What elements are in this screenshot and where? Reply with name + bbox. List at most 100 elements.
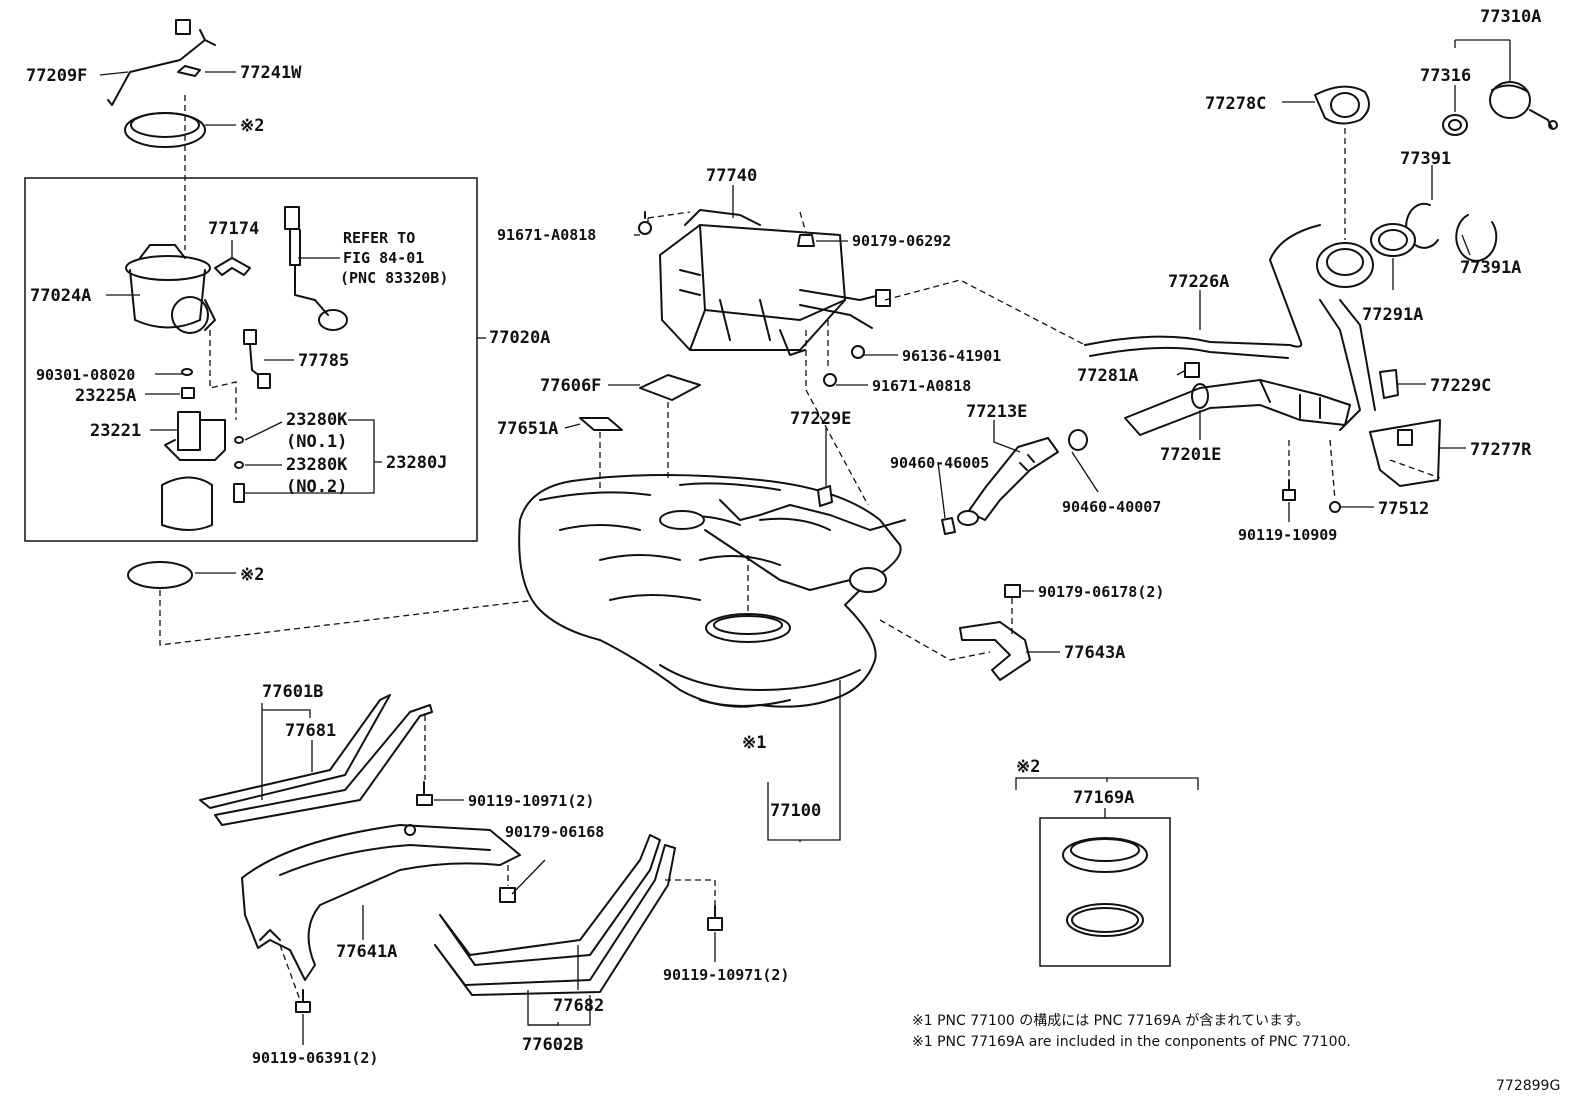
label-77100: 77100: [770, 801, 821, 821]
harness-plug-top: [243, 329, 257, 345]
figure-id: 772899G: [1496, 1078, 1560, 1094]
label-77682: 77682: [553, 996, 604, 1016]
pump-assembly-box: [24, 177, 478, 542]
sender-gauge: [318, 309, 348, 331]
label-77391: 77391: [1400, 149, 1451, 169]
protector-77278C: [1314, 85, 1370, 125]
label-90119-10909: 90119-10909: [1238, 526, 1337, 544]
clip-77281A: [1184, 362, 1200, 378]
label-refer-1: REFER TO: [343, 229, 415, 247]
label-77643A: 77643A: [1064, 643, 1125, 663]
label-77651A: 77651A: [497, 419, 558, 439]
bolt-91671-top: [638, 221, 652, 235]
part-labels: 77209F 77241W ※2 77174 REFER TO FIG 84-0…: [26, 7, 1541, 1067]
clip-77229C: [1379, 369, 1399, 399]
label-77606F: 77606F: [540, 376, 601, 396]
tank-filler-neck: [849, 567, 887, 593]
footnotes: ※1 PNC 77100 の構成には PNC 77169A が含まれています。 …: [912, 1013, 1560, 1094]
label-77024A: 77024A: [30, 286, 91, 306]
pad-77651A: [579, 417, 623, 431]
label-90301-08020: 90301-08020: [36, 366, 135, 384]
pipe-ring: [1191, 383, 1209, 409]
bracket-77643A-group: [959, 584, 1060, 681]
breather-hose-77226A: [1084, 224, 1321, 359]
label-77277R: 77277R: [1470, 440, 1532, 460]
clip-96136: [851, 345, 865, 359]
label-77785: 77785: [298, 351, 349, 371]
bolt-91671-bottom: [823, 373, 837, 387]
label-23280K-no2: 23280K: [286, 455, 348, 475]
canister-leaders: [634, 185, 898, 386]
retainer-ring-top-inner: [130, 112, 200, 138]
clip-77512: [1329, 501, 1341, 513]
label-90460-40007: 90460-40007: [1062, 498, 1161, 516]
label-mark2-a: ※2: [240, 116, 264, 136]
note-japanese: ※1 PNC 77100 の構成には PNC 77169A が含まれています。: [912, 1013, 1310, 1029]
pump-top-cap: [125, 255, 211, 281]
strap-77602B: [434, 844, 676, 996]
connector-plug: [284, 206, 300, 230]
clip-77174: [214, 257, 251, 276]
harness-plug-bottom: [257, 373, 271, 389]
label-77241W: 77241W: [240, 63, 302, 83]
regulator: [233, 483, 245, 503]
label-refer-3: (PNC 83320B): [340, 269, 448, 287]
bracket-77643A: [959, 621, 1031, 681]
ring-77391A: [1455, 214, 1498, 262]
label-90119-10971-a: 90119-10971(2): [468, 792, 594, 810]
bolt-90119-10971-a: [416, 794, 433, 806]
fuel-tube-77209F: [107, 29, 216, 106]
strap-leaders: [261, 703, 716, 1045]
label-77226A: 77226A: [1168, 272, 1229, 292]
label-77229C: 77229C: [1430, 376, 1491, 396]
tank-top-fitting: [659, 510, 705, 530]
pump-spring: [171, 296, 209, 334]
strap-77681: [199, 694, 391, 809]
bolt-90119-06391: [295, 1001, 311, 1013]
hose-77213E: [967, 437, 1059, 521]
label-77601B: 77601B: [262, 682, 323, 702]
canister-port: [875, 289, 891, 307]
fuel-tank-77100: [518, 374, 991, 708]
label-23280K-no1-sub: (NO.1): [286, 432, 347, 452]
kit-gasket: [1066, 903, 1144, 937]
gasket-77291A: [1370, 223, 1416, 257]
strap-77601B: [214, 704, 433, 826]
label-77281A: 77281A: [1077, 366, 1138, 386]
label-23280K-no2-sub: (NO.2): [286, 477, 347, 497]
note-english: ※1 PNC 77169A are included in the conpon…: [912, 1034, 1351, 1050]
filler-leaders: [937, 39, 1511, 522]
label-77512: 77512: [1378, 499, 1429, 519]
filler-pipe-77201E: [1124, 379, 1351, 436]
fuel-pump-23221: [177, 411, 201, 451]
pump-bracket-cup: [161, 476, 213, 531]
label-91671-A0818-top: 91671-A0818: [497, 226, 596, 244]
label-90119-10971-b: 90119-10971(2): [663, 966, 789, 984]
label-77641A: 77641A: [336, 942, 397, 962]
clamp-90460-40007: [1068, 429, 1088, 451]
label-77213E: 77213E: [966, 402, 1027, 422]
filler-pipe-group: [941, 81, 1558, 535]
label-mark2-b: ※2: [240, 565, 264, 585]
label-mark1: ※1: [742, 733, 766, 753]
label-77209F: 77209F: [26, 66, 87, 86]
gasket-ring: [127, 561, 193, 589]
charcoal-canister-group: [638, 209, 1086, 506]
nut-90179-06178: [1004, 584, 1021, 598]
gasket-77316: [1442, 114, 1468, 136]
pad-77606F: [639, 374, 701, 401]
label-90179-06168: 90179-06168: [505, 823, 604, 841]
label-90460-46005: 90460-46005: [890, 454, 989, 472]
label-77229E: 77229E: [790, 409, 851, 429]
nut-90179-06168: [499, 887, 516, 903]
bolt-90119-10909: [1282, 489, 1296, 501]
label-23225A: 23225A: [75, 386, 136, 406]
label-77201E: 77201E: [1160, 445, 1221, 465]
filter-no2: [234, 461, 244, 469]
label-77169A: 77169A: [1073, 788, 1134, 808]
label-96136-41901: 96136-41901: [902, 347, 1001, 365]
tank-straps-group: [199, 694, 723, 1013]
cushion-23225A: [181, 387, 195, 399]
o-ring-90301: [181, 368, 193, 376]
